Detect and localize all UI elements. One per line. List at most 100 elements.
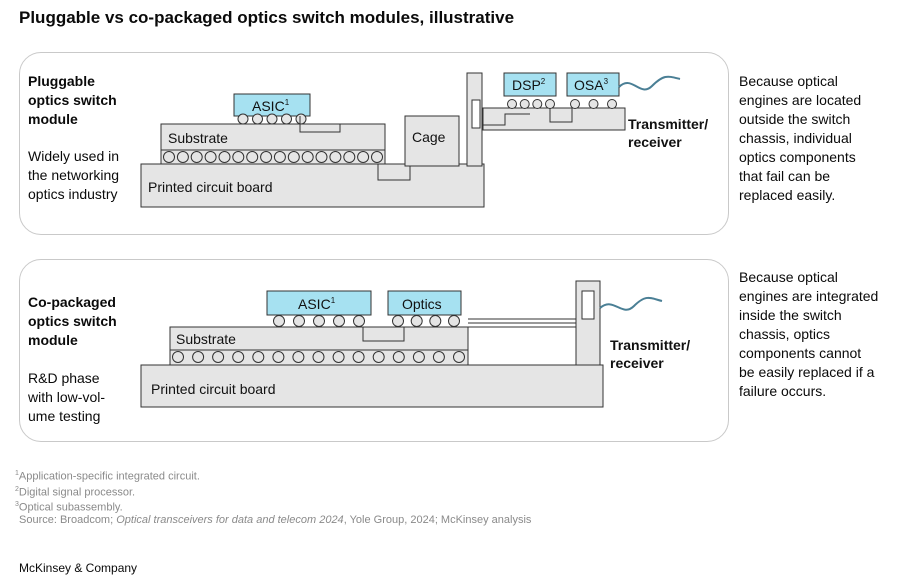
page-title: Pluggable vs co-packaged optics switch m… (19, 8, 515, 27)
pluggable-note: Because optical engines are located outs… (739, 72, 899, 205)
transceiver-label: Transmitter/ (628, 116, 708, 132)
transceiver-label: Transmitter/ (610, 337, 690, 353)
note-line: components cannot (739, 345, 862, 361)
note-line: inside the switch (739, 307, 842, 323)
plug-window (471, 99, 481, 129)
source-title: Optical transceivers for data and teleco… (116, 514, 344, 526)
substrate-block (160, 123, 386, 151)
solder-bump (232, 351, 245, 363)
copackaged-note: Because optical engines are integrated i… (739, 268, 899, 401)
pluggable-subtext: Widely used in the networking optics ind… (28, 147, 119, 204)
osa-label: OSA3 (574, 77, 609, 93)
note-line: Because optical (739, 269, 838, 285)
source-line: Source: Broadcom; Optical transceivers f… (19, 513, 531, 527)
solder-bump (237, 113, 249, 125)
solder-bump (295, 113, 307, 125)
solder-bump (453, 351, 465, 363)
copackaged-subtext-line: ume testing (28, 408, 101, 424)
note-line: that fail can be (739, 168, 831, 184)
note-line: Because optical (739, 73, 838, 89)
solder-bump (607, 99, 617, 109)
footnote-text: Optical subassembly. (18, 501, 123, 514)
footnote-number: 2 (15, 486, 19, 493)
solder-bump (260, 151, 273, 163)
solder-bump (266, 113, 278, 125)
optical-fiber (618, 75, 681, 91)
copackaged-heading-line: module (28, 332, 78, 348)
footnote: 2Digital signal processor. (15, 483, 135, 500)
copackaged-heading-line: Co-packaged (28, 294, 116, 310)
pluggable-heading-line: Pluggable (28, 73, 95, 89)
solder-bump (412, 351, 425, 363)
source-prefix: Source: Broadcom; (19, 514, 117, 526)
solder-bump (246, 151, 259, 163)
substrate-label: Substrate (168, 130, 228, 146)
solder-bump (301, 151, 314, 163)
pcb-label: Printed circuit board (151, 381, 276, 397)
substrate-label: Substrate (176, 331, 236, 347)
solder-bump (190, 151, 203, 163)
solder-bump (333, 315, 345, 327)
solder-bump (357, 151, 370, 163)
pcb-board (140, 364, 604, 408)
copackaged-subtext: R&D phase with low-vol- ume testing (28, 369, 105, 426)
note-line: chassis, optics (739, 326, 831, 342)
footnote-number: 1 (15, 470, 19, 477)
solder-bump (232, 151, 245, 163)
solder-bump (329, 151, 342, 163)
solder-bump (252, 113, 263, 125)
brand-logo-text: McKinsey & Company (19, 561, 138, 575)
solder-bump (372, 351, 385, 363)
dsp-label: DSP2 (512, 77, 546, 93)
solder-bump (507, 99, 517, 109)
copackaged-heading: Co-packaged optics switch module (28, 293, 117, 350)
copackaged-heading-line: optics switch (28, 313, 117, 329)
solder-bump (273, 151, 286, 163)
solder-bump (293, 315, 305, 327)
note-line: outside the switch (739, 111, 851, 127)
solder-bump (163, 151, 175, 163)
footnote-text: Application-specific integrated circuit. (18, 470, 200, 483)
trace-line (377, 164, 411, 181)
note-line: engines are integrated (739, 288, 879, 304)
note-line: chassis, individual (739, 130, 852, 146)
solder-bump (252, 351, 265, 363)
solder-bump (218, 151, 231, 163)
solder-bump (172, 351, 184, 363)
solder-bump (272, 351, 285, 363)
solder-bump (410, 315, 423, 327)
transceiver-label: receiver (610, 355, 664, 371)
trace-line (483, 113, 530, 126)
solder-bump (281, 113, 292, 125)
solder-bump (588, 99, 599, 109)
solder-bump (545, 99, 555, 109)
pluggable-subtext-line: Widely used in (28, 148, 120, 164)
copackaged-subtext-line: with low-vol- (28, 389, 106, 405)
solder-bump (273, 315, 285, 327)
solder-bump (519, 99, 530, 109)
solder-bump (429, 315, 442, 327)
cage-block (404, 115, 460, 167)
footnote-text: Digital signal processor. (18, 486, 136, 499)
footnote-number: 3 (15, 501, 19, 508)
source-suffix: , Yole Group, 2024; McKinsey analysis (343, 514, 532, 526)
osa-chip (566, 72, 620, 97)
solder-bump (432, 351, 445, 363)
footnote: 3Optical subassembly. (15, 498, 123, 515)
asic-label: ASIC1 (252, 98, 290, 114)
solder-bump (392, 315, 404, 327)
note-line: be easily replaced if a (739, 364, 875, 380)
module-board (482, 107, 626, 131)
solder-bump (448, 315, 460, 327)
pcb-label: Printed circuit board (148, 179, 273, 195)
transceiver-label: receiver (628, 134, 682, 150)
note-line: engines are located (739, 92, 862, 108)
pluggable-heading-line: optics switch (28, 92, 117, 108)
pluggable-subtext-line: optics industry (28, 186, 118, 202)
trace-line (362, 327, 405, 342)
solder-bump (212, 351, 225, 363)
optics-chip (387, 290, 462, 316)
solder-bump (192, 351, 205, 363)
dsp-chip (503, 72, 557, 97)
